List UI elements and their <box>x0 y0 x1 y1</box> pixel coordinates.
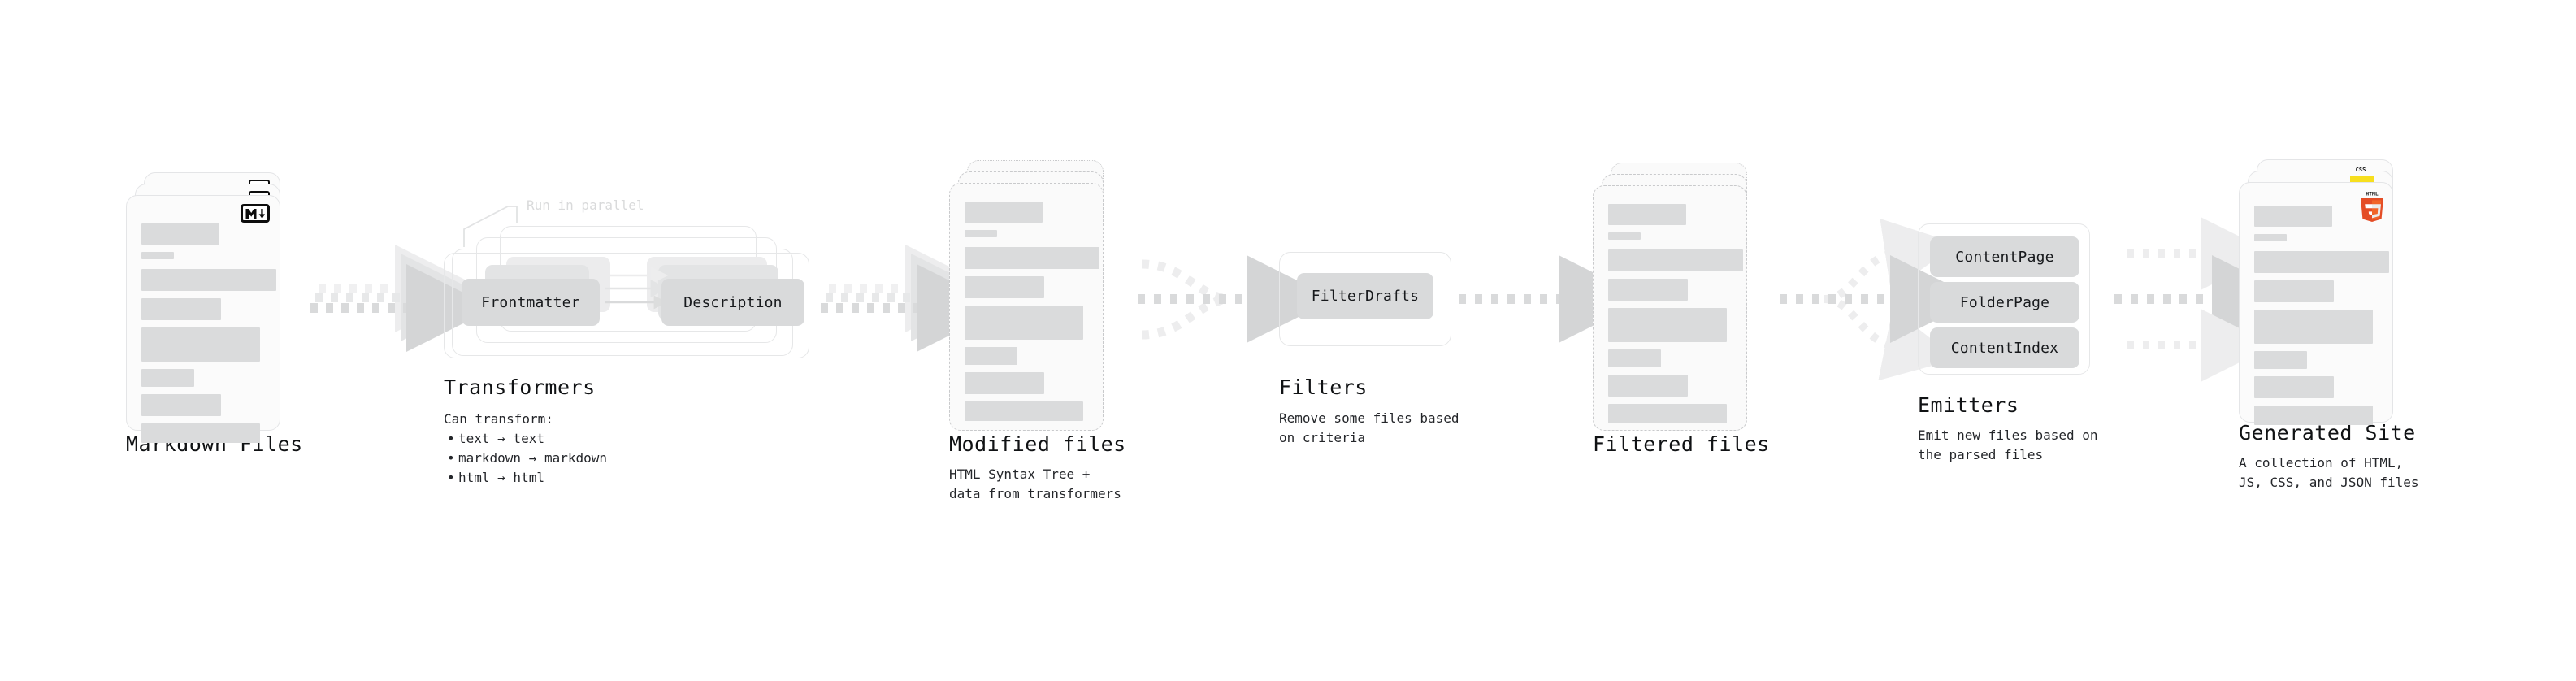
content-placeholder-bar <box>2254 376 2334 398</box>
markdown-icon <box>241 204 270 223</box>
arrow-markdown-to-transformers <box>310 245 494 352</box>
transformers-list-head: Can transform: <box>444 411 553 427</box>
content-placeholder-bar <box>2254 234 2287 241</box>
filter-chip-filterdrafts[interactable]: FilterDrafts <box>1297 273 1433 319</box>
content-placeholder-bar <box>965 230 997 237</box>
filtered-files-title: Filtered files <box>1593 432 1770 456</box>
content-placeholder-bar <box>1608 349 1661 367</box>
generated-site-stack: CSS HTML <box>2239 159 2409 427</box>
content-placeholder-bar <box>965 306 1083 340</box>
transformer-chip-description-label: Description <box>683 293 783 311</box>
content-placeholder-bar <box>141 423 260 443</box>
content-placeholder-bar <box>1608 232 1641 240</box>
markdown-files-stack <box>126 172 297 443</box>
transformer-chip-frontmatter-label: Frontmatter <box>481 293 580 311</box>
html5-icon: HTML <box>2358 189 2386 222</box>
content-placeholder-bar <box>141 223 219 245</box>
filtered-card-content <box>1608 204 1743 423</box>
emitter-chip-contentindex[interactable]: ContentIndex <box>1930 327 2079 368</box>
content-placeholder-bar <box>2254 206 2332 227</box>
modified-card-front <box>949 183 1104 431</box>
content-placeholder-bar <box>141 394 221 416</box>
modified-card-content <box>965 202 1099 421</box>
content-placeholder-bar <box>1608 249 1743 271</box>
content-placeholder-bar <box>965 247 1099 269</box>
content-placeholder-bar <box>1608 308 1727 342</box>
content-placeholder-bar <box>2254 406 2373 425</box>
emitters-title: Emitters <box>1918 393 2019 417</box>
modified-files-stack <box>949 160 1120 431</box>
content-placeholder-bar <box>1608 279 1688 301</box>
markdown-card-content <box>141 223 276 443</box>
run-in-parallel-bracket <box>463 206 518 247</box>
content-placeholder-bar <box>2254 351 2307 369</box>
list-item: html → html <box>447 468 607 488</box>
content-placeholder-bar <box>965 276 1044 298</box>
filters-subtitle: Remove some files based on criteria <box>1279 410 1459 445</box>
content-placeholder-bar <box>965 372 1044 394</box>
filters-title: Filters <box>1279 375 1368 399</box>
arrow-filtered-to-emitters <box>1780 219 1978 381</box>
generated-site-subtitle: A collection of HTML, JS, CSS, and JSON … <box>2239 455 2419 490</box>
site-card-content <box>2254 206 2389 425</box>
transformers-panel-front <box>444 253 809 358</box>
transformers-title: Transformers <box>444 375 596 399</box>
content-placeholder-bar <box>1608 404 1727 423</box>
emitters-panel: ContentPage FolderPage ContentIndex <box>1918 223 2090 375</box>
filtered-card-front <box>1593 185 1747 431</box>
list-item: text → text <box>447 429 607 449</box>
arrow-emitters-to-site <box>2114 217 2300 382</box>
transformer-inner-arrows <box>605 267 669 310</box>
svg-text:HTML: HTML <box>2366 191 2379 197</box>
transformers-capabilities: Can transform: text → text markdown → ma… <box>444 410 607 488</box>
filters-panel: FilterDrafts <box>1279 252 1451 346</box>
emitter-chip-contentpage[interactable]: ContentPage <box>1930 236 2079 277</box>
emitters-subtitle: Emit new files based on the parsed files <box>1918 427 2098 462</box>
content-placeholder-bar <box>2254 310 2373 344</box>
list-item: markdown → markdown <box>447 449 607 468</box>
emitter-chip-contentpage-label: ContentPage <box>1955 248 2054 266</box>
modified-files-title: Modified files <box>949 432 1126 456</box>
markdown-card-front <box>126 195 280 443</box>
filtered-files-stack <box>1593 163 1763 431</box>
content-placeholder-bar <box>965 202 1043 223</box>
content-placeholder-bar <box>141 369 194 387</box>
transformer-chip-description[interactable]: Description <box>661 279 804 326</box>
content-placeholder-bar <box>965 347 1017 365</box>
content-placeholder-bar <box>141 252 174 259</box>
content-placeholder-bar <box>141 298 221 320</box>
content-placeholder-bar <box>141 269 276 291</box>
svg-text:CSS: CSS <box>2356 167 2366 173</box>
emitter-chip-folderpage[interactable]: FolderPage <box>1930 282 2079 323</box>
content-placeholder-bar <box>1608 375 1688 397</box>
transformer-chip-frontmatter[interactable]: Frontmatter <box>462 279 600 326</box>
arrow-transformers-to-modified <box>821 245 1004 352</box>
content-placeholder-bar <box>965 401 1083 421</box>
content-placeholder-bar <box>141 327 260 362</box>
content-placeholder-bar <box>2254 280 2334 302</box>
run-in-parallel-label: Run in parallel <box>527 197 644 213</box>
content-placeholder-bar <box>1608 204 1686 225</box>
arrow-modified-to-filters <box>1138 255 1334 343</box>
emitter-chip-contentindex-label: ContentIndex <box>1950 339 2059 357</box>
content-placeholder-bar <box>2254 251 2389 273</box>
modified-files-subtitle: HTML Syntax Tree + data from transformer… <box>949 466 1121 501</box>
filter-chip-filterdrafts-label: FilterDrafts <box>1311 288 1420 305</box>
site-card-front: HTML <box>2239 182 2393 425</box>
emitter-chip-folderpage-label: FolderPage <box>1959 293 2050 311</box>
transformers-list: text → text markdown → markdown html → h… <box>444 429 607 488</box>
